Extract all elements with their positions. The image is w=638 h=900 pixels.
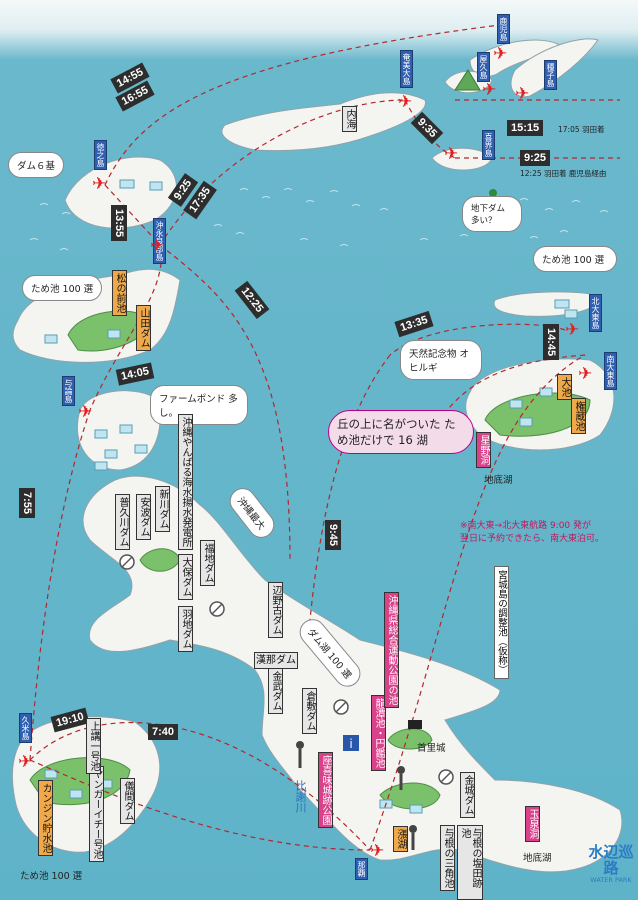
airport-kikai-icon: ✈ <box>444 144 459 164</box>
time-badge-740: 7:40 <box>148 724 179 740</box>
island-label-okinoerabu: 沖永良部島 <box>153 218 166 264</box>
note-haneda-1705: 17:05 羽田着 <box>558 125 605 134</box>
kitadaito-land <box>493 291 601 317</box>
brand-logo-sub: WATER PARK <box>590 876 632 884</box>
island-label-naha: 那覇 <box>355 858 368 880</box>
route-note: ※南大東→北大東航路 9:00 発が 翌日に予約できたら、南大東泊可。 <box>460 520 604 546</box>
airport-kagoshima-icon: ✈ <box>493 44 508 64</box>
airport-minamidaito-icon: ✈ <box>578 364 593 384</box>
brand-logo: 水辺巡路 WATER PARK <box>588 844 634 894</box>
text-chiteiko-minamidaito: 地底湖 <box>484 475 513 486</box>
label-uchiumi: 内海 <box>342 106 357 132</box>
airport-okinoerabu-icon: ✈ <box>150 236 165 256</box>
island-label-minamidaito: 南大東島 <box>604 352 617 390</box>
airport-tokunoshima-icon: ✈ <box>92 174 107 194</box>
label-matsunomae-ike: 松の前池 <box>112 270 127 316</box>
label-yogon-sankaku: 与根の三角池 <box>440 825 455 891</box>
airport-tanegashima-icon: ✈ <box>515 84 530 104</box>
label-gyokusen-do: 玉泉洞 <box>525 806 540 842</box>
label-kanjin-chosuichi: カンジン貯水池 <box>38 780 53 856</box>
text-shurijo: 首里城 <box>417 743 446 754</box>
river-label: 比謝川 <box>294 780 307 813</box>
label-oike: 大池 <box>557 374 572 400</box>
label-miyagi-chouseichi: 宮城島の調整池（仮称） <box>494 566 509 679</box>
label-kaisui-yousui: 沖縄やんばる海水揚水発電所 <box>178 414 193 550</box>
island-label-yakushima: 屋久島 <box>477 52 490 82</box>
time-badge-945: 9:45 <box>325 520 341 551</box>
airport-naha-icon: ✈ <box>370 841 385 861</box>
callout-tameike-right: ため池 100 選 <box>533 246 617 272</box>
island-label-yoron: 与論島 <box>62 376 75 406</box>
airport-kitadaito-icon: ✈ <box>565 320 580 340</box>
island-label-amami: 奄美大島 <box>400 50 413 88</box>
callout-chikadam: 地下ダム 多い？ <box>462 196 522 232</box>
label-ahaza-dam: 安波ダム <box>136 494 151 540</box>
label-kaneshi-dam: 金城ダム <box>460 772 475 818</box>
island-label-kikai: 喜界島 <box>482 130 495 160</box>
time-badge-1445: 14:45 <box>543 324 559 361</box>
label-ryuutan-ike: 龍潭池・円鑑池 <box>371 695 386 771</box>
airport-kume-icon: ✈ <box>18 752 33 772</box>
time-badge-1355: 13:55 <box>111 205 127 242</box>
label-sen-ko: 漲湖 <box>393 826 408 852</box>
time-badge-925a: 9:25 <box>520 150 551 166</box>
island-label-tokunoshima: 徳之島 <box>94 140 107 170</box>
time-badge-755: 7:55 <box>19 488 35 519</box>
label-ojo-dam: 大保ダム <box>178 554 193 600</box>
airport-yakushima-icon: ✈ <box>482 80 497 100</box>
time-badge-1515: 15:15 <box>507 120 544 136</box>
brand-logo-text: 水辺巡路 <box>588 843 634 877</box>
label-henoko-dam: 辺野古ダム <box>268 582 283 638</box>
airport-yoron-icon: ✈ <box>78 402 93 422</box>
label-fungawa-dam: 普久川ダム <box>115 494 130 550</box>
island-label-kitadaito: 北大東島 <box>589 294 602 332</box>
label-fukuji-dam: 福地ダム <box>200 540 215 586</box>
label-ganzo-ike: 権蔵池 <box>571 398 586 434</box>
callout-dam6: ダム６基 <box>8 152 65 178</box>
label-kin-dam: 金武ダム <box>268 668 283 714</box>
label-yogon-shioda: 与根の塩田跡池 <box>457 825 483 900</box>
label-haneji-dam: 羽地ダム <box>178 606 193 652</box>
amami-land <box>221 92 426 152</box>
label-yangai-ichigo: ヤンガーイチー号池 <box>89 766 104 862</box>
label-kamiichi-go: 上講一号池 <box>86 718 101 774</box>
text-tameike-kume: ため池 100 選 <box>20 871 83 882</box>
illustration-marks: i <box>296 189 497 850</box>
label-hoshino-do: 星野洞 <box>476 432 491 468</box>
label-kurashiki-dam: 倉敷ダム <box>302 688 317 734</box>
label-sougou-undou-kouen: 沖縄県総合運動公園の池 <box>384 592 399 708</box>
label-gima-dam: 儀間ダム <box>120 778 135 824</box>
callout-farmpond: ファームポンド 多し。 <box>150 385 248 425</box>
marker-circles <box>119 554 454 785</box>
label-zakimi-jou: 座喜味城跡公園 <box>318 752 333 828</box>
island-label-tanegashima: 種子島 <box>544 60 557 90</box>
airport-amami-icon: ✈ <box>398 92 413 112</box>
route-note-line2: 翌日に予約できたら、南大東泊可。 <box>460 534 605 544</box>
svg-text:i: i <box>349 737 352 751</box>
callout-tennen: 天然記念物 オヒルギ <box>400 340 482 380</box>
callout-tameike-left: ため池 100 選 <box>22 275 103 301</box>
label-shinkawa-dam: 新川ダム <box>155 486 170 532</box>
callout-oka-16ko: 丘の上に名がついた ため池だけで 16 湖 <box>328 410 474 454</box>
label-yamada-dam: 山田ダム <box>136 305 151 351</box>
island-label-kagoshima: 鹿児島 <box>497 14 510 44</box>
route-note-line1: ※南大東→北大東航路 9:00 発が <box>460 521 592 531</box>
label-kanna-dam: 漢那ダム <box>254 652 298 669</box>
island-label-kume: 久米島 <box>19 713 32 743</box>
note-haneda-1225: 12:25 羽田着 鹿児島経由 <box>520 169 607 178</box>
text-chiteiko-okinawa: 地底湖 <box>523 853 552 864</box>
